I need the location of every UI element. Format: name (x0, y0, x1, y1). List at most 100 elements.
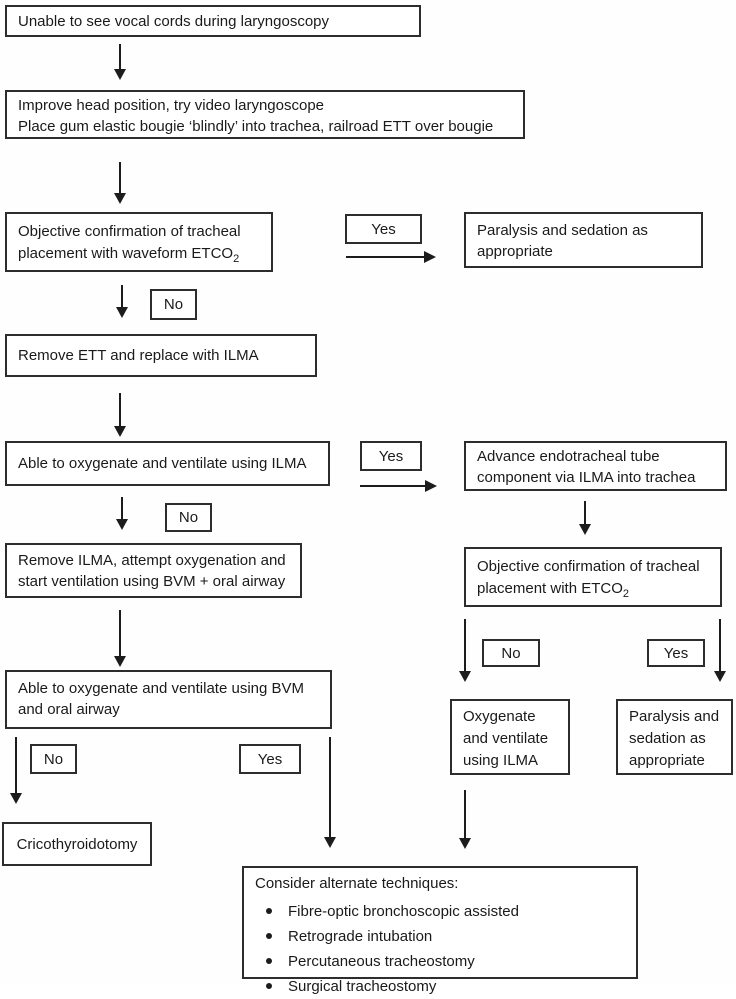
arrow-down-icon (10, 793, 22, 804)
arrow-line (464, 619, 466, 671)
node-text-line1: Oxygenate (463, 708, 536, 725)
arrow-line (464, 790, 466, 838)
subscript-2: 2 (622, 588, 630, 600)
node-remove-ett-replace-ilma: Remove ETT and replace with ILMA (5, 334, 317, 377)
node-text-line1: Able to oxygenate and ventilate using BV… (18, 680, 305, 697)
node-text-line2: placement with ETCO2 (477, 578, 710, 600)
yes-label-text: Yes (371, 220, 396, 238)
node-text-line2: component via ILMA into trachea (477, 469, 696, 486)
arrow-line (119, 44, 121, 70)
no-label-text: No (163, 296, 184, 313)
node-text: Able to oxygenate and ventilate using IL… (18, 455, 307, 472)
bullet-icon (266, 958, 272, 964)
consider-title: Consider alternate techniques: (255, 875, 459, 892)
arrow-down-icon (116, 519, 128, 530)
label-no-waveform: No (150, 289, 197, 320)
list-item-text: Percutaneous tracheostomy (288, 953, 475, 970)
subscript-2: 2 (233, 253, 240, 265)
yes-label-text: Yes (378, 447, 404, 465)
node-text: Unable to see vocal cords during laryngo… (18, 12, 330, 30)
list-item: Surgical tracheostomy (264, 974, 626, 999)
label-yes-etco2: Yes (647, 639, 705, 667)
node-text-line2: and oral airway (18, 701, 120, 718)
list-item-text: Surgical tracheostomy (288, 978, 437, 995)
node-text-line2: Place gum elastic bougie ‘blindly’ into … (18, 118, 494, 135)
node-text-line1: Remove ILMA, attempt oxygenation and (18, 552, 286, 569)
arrow-line (719, 619, 721, 671)
node-consider-alternate-techniques: Consider alternate techniques: Fibre-opt… (242, 866, 638, 995)
arrow-line (121, 497, 123, 519)
list-item-text: Fibre-optic bronchoscopic assisted (288, 903, 519, 920)
arrow-down-icon (324, 837, 336, 848)
node-text-line2: sedation as (629, 730, 706, 747)
node-improve-head-position: Improve head position, try video laryngo… (5, 90, 525, 139)
node-text-line1: Improve head position, try video laryngo… (18, 97, 325, 114)
list-item: Retrograde intubation (264, 924, 626, 949)
node-text: Remove ETT and replace with ILMA (18, 347, 259, 364)
node-confirm-etco2: Objective confirmation of tracheal place… (464, 547, 722, 607)
node-paralysis-sedation-bottom: Paralysis and sedation as appropriate (616, 699, 733, 775)
node-text-line1: Objective confirmation of tracheal (477, 558, 700, 575)
no-label-text: No (501, 644, 521, 662)
yes-label-text: Yes (257, 750, 283, 768)
list-item-text: Retrograde intubation (288, 928, 433, 945)
list-item: Percutaneous tracheostomy (264, 949, 626, 974)
label-no-bvm: No (30, 744, 77, 774)
arrow-down-icon (459, 671, 471, 682)
arrow-down-icon (114, 426, 126, 437)
label-no-ilma: No (165, 503, 212, 532)
node-paralysis-sedation-top: Paralysis and sedation as appropriate (464, 212, 703, 268)
no-label-text: No (178, 509, 199, 526)
bullet-icon (266, 983, 272, 989)
arrow-down-icon (714, 671, 726, 682)
node-text-line1: Paralysis and (629, 708, 720, 725)
node-text-line2: placement with waveform ETCO2 (18, 243, 261, 265)
yes-label-text: Yes (663, 644, 689, 662)
node-text-line1: Advance endotracheal tube (477, 448, 660, 465)
arrow-line (119, 162, 121, 193)
arrow-line (346, 256, 424, 258)
consider-items: Fibre-optic bronchoscopic assisted Retro… (244, 899, 636, 999)
arrow-right-icon (424, 251, 436, 263)
bullet-icon (266, 908, 272, 914)
arrow-line (119, 610, 121, 656)
arrow-down-icon (459, 838, 471, 849)
node-text-line1: Objective confirmation of tracheal (18, 223, 241, 240)
arrow-line (584, 501, 586, 524)
node-advance-ett-via-ilma: Advance endotracheal tube component via … (464, 441, 727, 491)
label-no-etco2: No (482, 639, 540, 667)
arrow-line (360, 485, 425, 487)
node-able-oxygenate-bvm: Able to oxygenate and ventilate using BV… (5, 670, 332, 729)
no-label-text: No (43, 750, 64, 768)
node-text-line2: and ventilate (463, 730, 549, 747)
node-text-line3: appropriate (629, 752, 705, 769)
node-text-line2: appropriate (477, 243, 553, 260)
node-text: placement with ETCO (477, 580, 623, 597)
arrow-line (121, 285, 123, 307)
arrow-right-icon (425, 480, 437, 492)
node-unable-to-see-vocal-cords: Unable to see vocal cords during laryngo… (5, 5, 421, 37)
arrow-down-icon (114, 656, 126, 667)
list-item: Fibre-optic bronchoscopic assisted (264, 899, 626, 924)
arrow-down-icon (114, 69, 126, 80)
arrow-line (119, 393, 121, 426)
arrow-line (15, 737, 17, 793)
bullet-icon (266, 933, 272, 939)
arrow-down-icon (579, 524, 591, 535)
node-text: Cricothyroidotomy (16, 835, 138, 853)
node-confirm-waveform-etco2: Objective confirmation of tracheal place… (5, 212, 273, 272)
node-cricothyroidotomy: Cricothyroidotomy (2, 822, 152, 866)
label-yes-bvm: Yes (239, 744, 301, 774)
node-text: placement with waveform ETCO (18, 245, 234, 262)
node-text-line1: Paralysis and sedation as (477, 222, 648, 239)
node-able-oxygenate-ilma: Able to oxygenate and ventilate using IL… (5, 441, 330, 486)
arrow-down-icon (114, 193, 126, 204)
node-oxygenate-ventilate-ilma: Oxygenate and ventilate using ILMA (450, 699, 570, 775)
node-remove-ilma-bvm: Remove ILMA, attempt oxygenation and sta… (5, 543, 302, 598)
label-yes-waveform: Yes (345, 214, 422, 244)
arrow-line (329, 737, 331, 837)
node-text-line3: using ILMA (463, 752, 539, 769)
node-text-line2: start ventilation using BVM + oral airwa… (18, 573, 286, 590)
arrow-down-icon (116, 307, 128, 318)
